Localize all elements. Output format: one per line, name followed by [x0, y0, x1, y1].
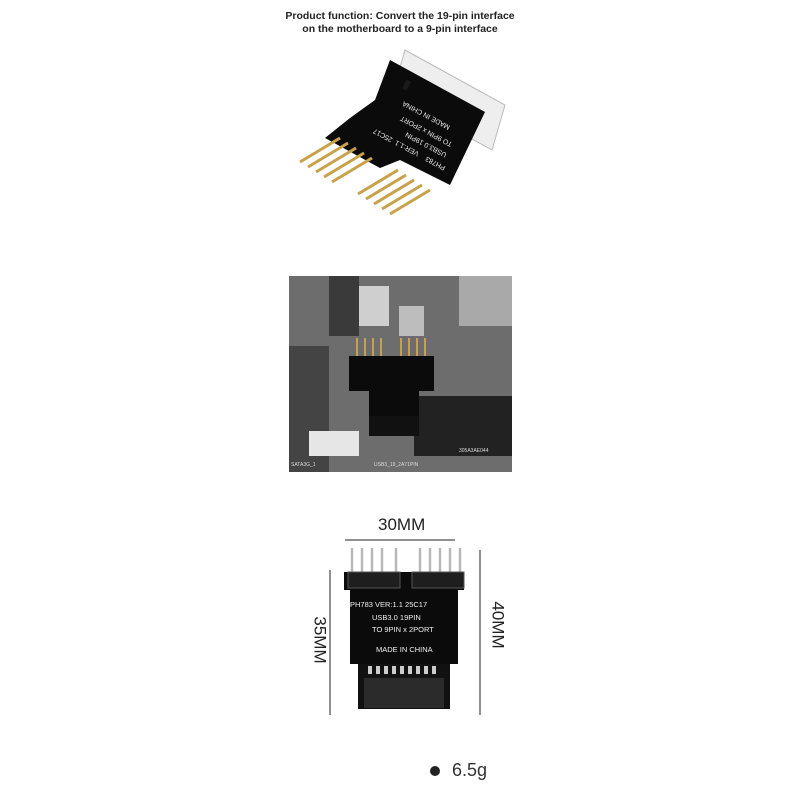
mb-label-2: USB3_19_2A71PIN: [374, 462, 419, 468]
title-line-2: on the motherboard to a 9-pin interface: [302, 23, 498, 35]
installed-on-motherboard-photo: SATA3G_1 USB3_19_2A71PIN 305A3AE044: [289, 276, 512, 472]
title-line-1: Product function: Convert the 19-pin int…: [285, 10, 515, 22]
right-height-dimension: 40MM: [488, 601, 508, 649]
left-height-dimension: 35MM: [310, 616, 330, 664]
adapter-angled-photo: PH783 VER:1.1 25C17 USB3.0 19PIN TO 9PIN…: [280, 40, 520, 230]
board-text-3: TO 9PIN x 2PORT: [372, 625, 434, 634]
weight-spec: 6.5g: [430, 760, 487, 781]
board-text-1: PH783 VER:1.1 25C17: [350, 600, 427, 609]
board-text-4: MADE IN CHINA: [376, 645, 433, 654]
mb-label-1: SATA3G_1: [291, 462, 316, 468]
product-description: Product function: Convert the 19-pin int…: [240, 10, 560, 36]
mb-label-3: 305A3AE044: [459, 448, 489, 454]
weight-value: 6.5g: [452, 760, 488, 780]
bullet-icon: [430, 765, 440, 776]
adapter-dimension-photo: PH783 VER:1.1 25C17 USB3.0 19PIN TO 9PIN…: [300, 510, 520, 730]
board-text-2: USB3.0 19PIN: [372, 613, 421, 622]
width-dimension: 30MM: [378, 515, 426, 534]
